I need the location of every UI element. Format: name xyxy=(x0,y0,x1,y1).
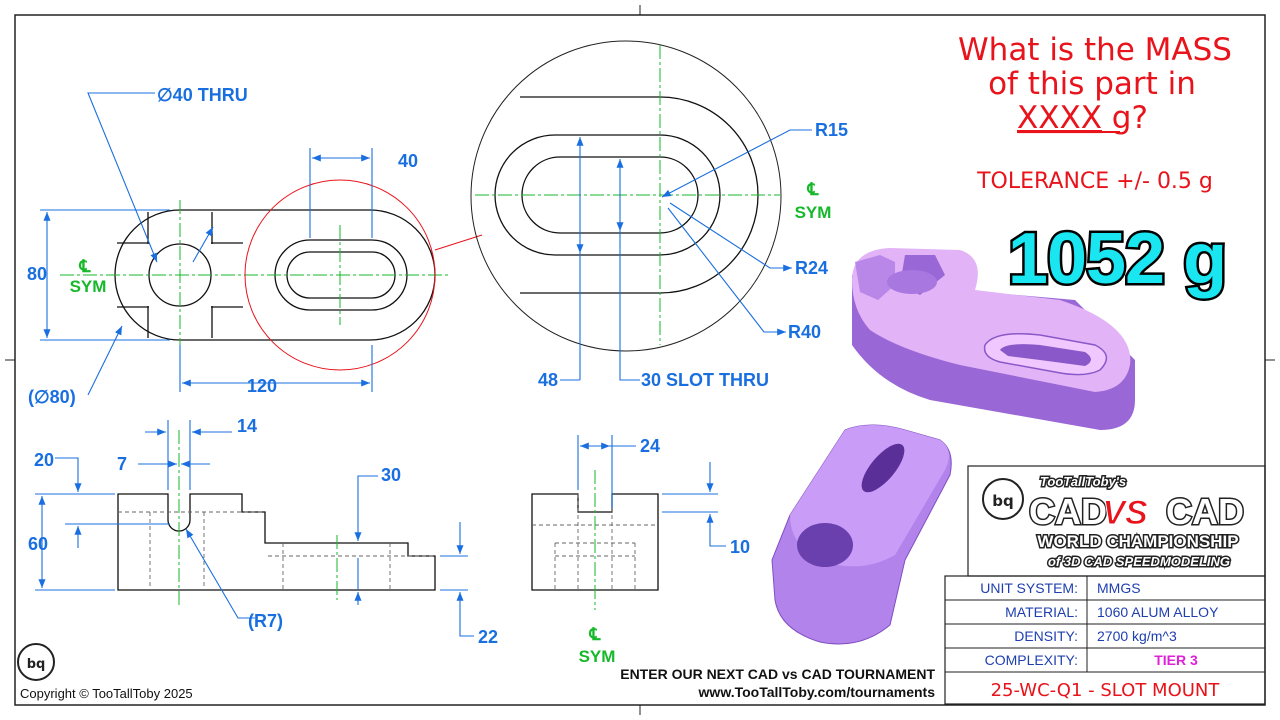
question-line2: of this part in xyxy=(988,66,1196,102)
svg-text:bq: bq xyxy=(992,492,1013,510)
question-line3: XXXX g? xyxy=(1017,100,1148,136)
brand-cad-left: CAD xyxy=(1029,491,1107,532)
sym-label: SYM xyxy=(70,277,107,296)
answer-text: 1052 g xyxy=(1008,219,1226,299)
footer: ENTER OUR NEXT CAD vs CAD TOURNAMENT www… xyxy=(17,643,936,701)
dim-slot: 30 SLOT THRU xyxy=(641,370,769,390)
brand-logo-icon xyxy=(982,478,1024,520)
footer-logo-icon xyxy=(17,643,55,681)
top-view-dims: 80 ℄ SYM ∅40 THRU (∅80) 40 120 xyxy=(27,85,418,407)
detail-cl-symbol: ℄ xyxy=(807,180,820,199)
side-sym-label: SYM xyxy=(579,647,616,666)
brand-by: TooTallToby's xyxy=(1040,474,1126,489)
side-view-dims: 24 10 xyxy=(577,435,750,557)
dim-dia40: ∅40 THRU xyxy=(157,85,248,105)
svg-text:bq: bq xyxy=(27,657,46,672)
dim-r15: R15 xyxy=(815,120,848,140)
spec-label-complexity: COMPLEXITY: xyxy=(985,652,1078,668)
dim-r24: R24 xyxy=(795,258,828,278)
dim-r7: (R7) xyxy=(248,611,283,631)
dim-22: 22 xyxy=(478,627,498,647)
front-view-dims: 14 7 20 60 30 (R7) 22 xyxy=(28,416,498,647)
dim-24: 24 xyxy=(640,436,660,456)
spec-value-complexity: TIER 3 xyxy=(1154,652,1198,668)
dim-60: 60 xyxy=(28,534,48,554)
iso-part-top xyxy=(852,248,1135,430)
brand-cad-right: CAD xyxy=(1166,491,1244,532)
title-block: bq TooTallToby's CAD VS CAD WORLD CHAMPI… xyxy=(944,465,1266,705)
spec-value-unit-system: MMGS xyxy=(1097,580,1141,596)
spec-value-material: 1060 ALUM ALLOY xyxy=(1097,604,1219,620)
side-cl-symbol: ℄ xyxy=(589,625,602,644)
iso-part-bottom xyxy=(771,424,952,645)
dim-20: 20 xyxy=(34,450,54,470)
dim-120: 120 xyxy=(247,376,277,396)
top-view xyxy=(60,179,483,371)
promo-link: www.TooTallToby.com/tournaments xyxy=(698,684,936,700)
unit-placeholder: XXXX xyxy=(1017,100,1102,136)
side-view: ℄ SYM xyxy=(531,470,659,666)
dim-48: 48 xyxy=(538,370,558,390)
question-suffix: g? xyxy=(1102,100,1148,136)
part-id: 25-WC-Q1 - SLOT MOUNT xyxy=(991,680,1221,701)
dim-7: 7 xyxy=(117,454,127,474)
detail-callout-circle xyxy=(244,179,436,371)
brand-sub: of 3D CAD SPEEDMODELING xyxy=(1048,554,1230,569)
brand-world-championship: WORLD CHAMPIONSHIP xyxy=(1037,532,1238,551)
cl-symbol: ℄ xyxy=(79,257,92,276)
question-block: What is the MASS of this part in XXXX g?… xyxy=(958,32,1232,302)
dim-10: 10 xyxy=(730,537,750,557)
tolerance-text: TOLERANCE +/- 0.5 g xyxy=(976,169,1213,194)
detail-sym-label: SYM xyxy=(795,203,832,222)
spec-label-unit-system: UNIT SYSTEM: xyxy=(980,580,1078,596)
dim-r40: R40 xyxy=(788,322,821,342)
front-view xyxy=(117,430,436,605)
dim-80: 80 xyxy=(27,264,47,284)
brand-vs: VS xyxy=(1102,494,1148,532)
promo-line1: ENTER OUR NEXT CAD vs CAD TOURNAMENT xyxy=(620,666,935,682)
dim-14: 14 xyxy=(237,416,257,436)
spec-label-material: MATERIAL: xyxy=(1005,604,1078,620)
question-line1: What is the MASS xyxy=(958,32,1232,68)
dim-dia80: (∅80) xyxy=(28,387,76,407)
spec-label-density: DENSITY: xyxy=(1014,628,1078,644)
spec-value-density: 2700 kg/m^3 xyxy=(1097,628,1177,644)
copyright: Copyright © TooTallToby 2025 xyxy=(20,686,193,701)
dim-40: 40 xyxy=(398,151,418,171)
dim-30: 30 xyxy=(381,465,401,485)
detail-view: 48 30 SLOT THRU R15 R24 R40 ℄ SYM xyxy=(470,40,848,390)
